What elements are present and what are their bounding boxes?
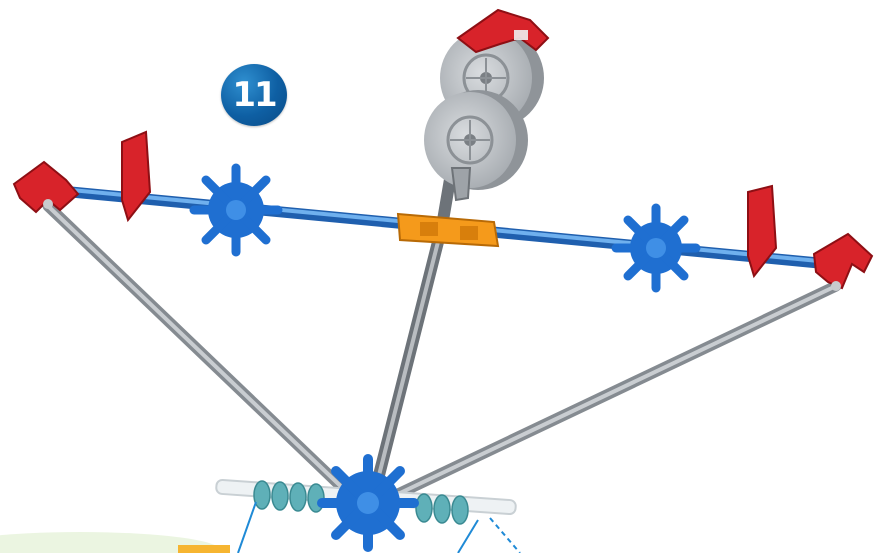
right-red-end-connector xyxy=(814,234,872,291)
bottom-blue-snowflake-connector xyxy=(322,459,414,547)
left-blue-snowflake-connector xyxy=(194,168,278,252)
left-red-clip xyxy=(122,132,150,220)
gray-pulleys xyxy=(424,28,544,200)
pulley-hook xyxy=(452,168,470,200)
left-red-end-connector xyxy=(14,162,78,212)
right-blue-snowflake-connector xyxy=(616,208,696,288)
bottom-axle-assembly xyxy=(216,459,516,547)
orange-center-connector xyxy=(398,214,498,246)
lower-pulley xyxy=(424,90,528,190)
